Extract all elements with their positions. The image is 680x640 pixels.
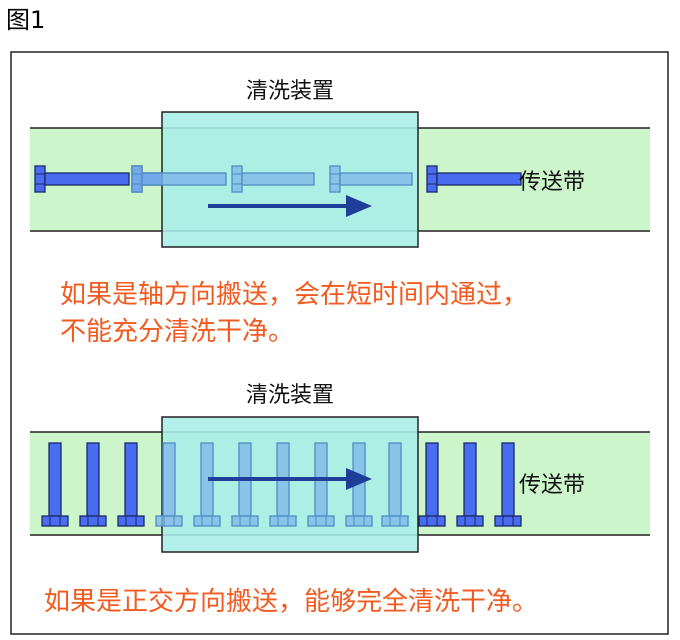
bottom-bolt-inside-7 [381, 442, 409, 527]
top-bolt-4 [329, 165, 413, 193]
bottom-device-label: 清洗装置 [246, 383, 334, 408]
top-caption-line2: 不能充分清洗干净。 [60, 317, 294, 347]
top-bolt-6 [426, 165, 522, 193]
top-bolt-2-overlap [131, 165, 227, 193]
top-bolts-inside [131, 165, 413, 193]
top-belt-label: 传送带 [519, 170, 585, 195]
panel-top: 清洗装置 传送带 如果是轴方向搬送，会在短时间内通过， 不能充分清洗干净。 [30, 79, 650, 347]
bottom-bolt-right-2 [456, 442, 484, 527]
bottom-bolt-left-2 [79, 442, 107, 527]
panel-bottom: 清洗装置 传送带 如果是正交方向搬送，能够完全清洗干净。 [30, 383, 650, 617]
bottom-arrow-head [346, 468, 372, 490]
top-arrow-head [346, 195, 372, 217]
bottom-bolt-right-1 [418, 442, 446, 527]
top-device-label: 清洗装置 [246, 79, 334, 104]
top-bolt-3 [231, 165, 315, 193]
bottom-belt-label: 传送带 [519, 473, 585, 498]
bottom-caption: 如果是正交方向搬送，能够完全清洗干净。 [44, 587, 538, 617]
bottom-bolts-outside [41, 442, 522, 527]
bottom-bolt-right-3 [494, 442, 522, 527]
bottom-bolt-left-3 [117, 442, 145, 527]
top-caption-line1: 如果是轴方向搬送，会在短时间内通过， [60, 280, 528, 310]
bottom-bolt-left-1 [41, 442, 69, 527]
figure-label: 图1 [6, 6, 45, 34]
top-bolt-1 [34, 165, 130, 193]
bottom-bolt-inside-1 [155, 442, 183, 527]
